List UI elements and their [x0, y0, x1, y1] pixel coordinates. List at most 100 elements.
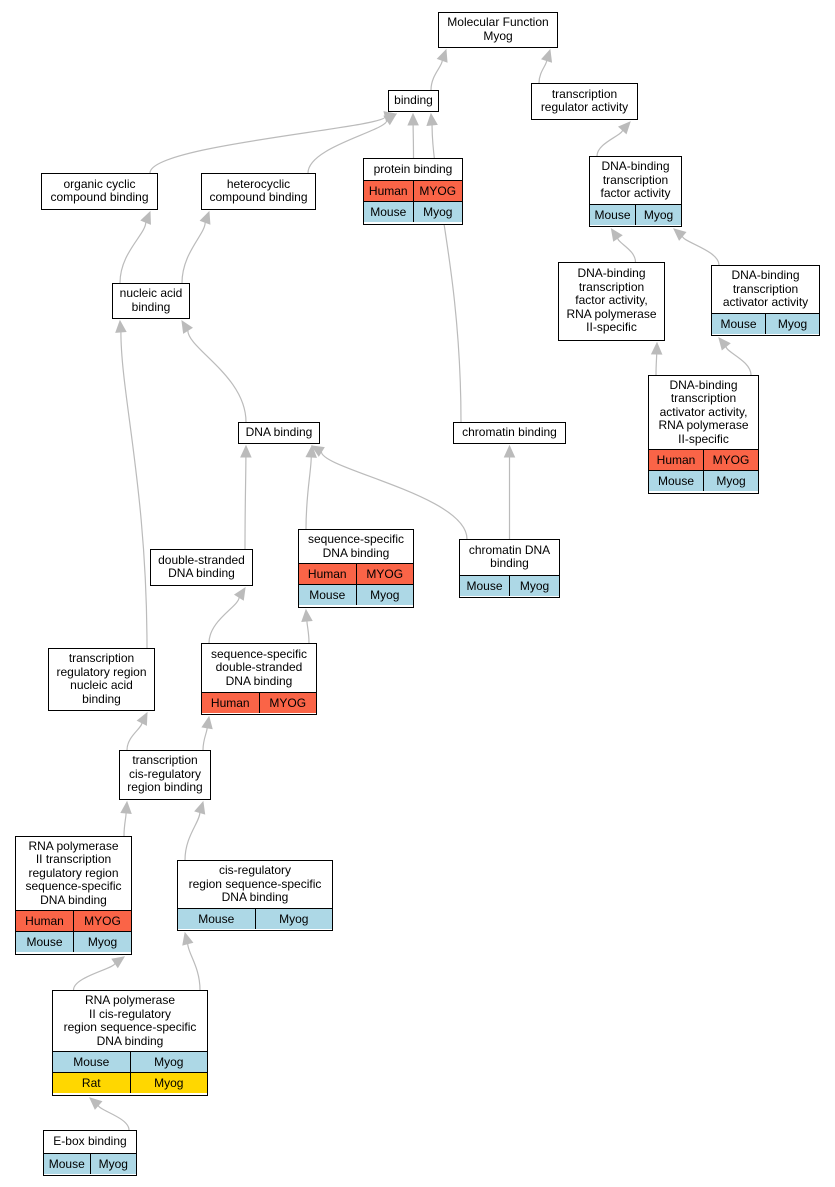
species-cell: Mouse [370, 205, 407, 220]
go-node-label-line: nucleic acid [119, 286, 183, 301]
go-node-label-line: transcription [132, 753, 198, 768]
go-node-label-line: II cis-regulatory [88, 1006, 172, 1021]
edge-crrss-to-tcrrb [184, 812, 201, 861]
go-node-label: E-box binding [44, 1131, 136, 1153]
go-node-label-line: nucleic acid [70, 678, 133, 693]
go-node-chromb[interactable]: chromatin binding [453, 422, 566, 444]
edge-dbtaapol-to-dbtaa [725, 346, 752, 376]
arrowhead-dnab-to-nab [181, 319, 193, 334]
go-node-label-line: DNA-binding [601, 159, 670, 174]
go-node-label-line: protein binding [373, 161, 453, 176]
gene-cell: MYOG [355, 564, 414, 585]
edge-dbtfapol-to-dbtfa [617, 237, 637, 263]
arrowhead-chromb-to-binding [426, 112, 438, 127]
go-node-label-line: regulatory region [28, 865, 119, 880]
edge-ocb-to-binding [149, 116, 386, 174]
gene-cell: MYOG [73, 911, 131, 932]
go-node-label: chromatin binding [454, 423, 565, 442]
go-node-label: protein binding [364, 159, 462, 180]
go-node-label-line: DNA-binding [669, 377, 738, 392]
go-node-label-line: activator activity [722, 295, 809, 310]
go-node-label-line: RNA polymerase [84, 993, 176, 1008]
go-node-label-line: chromatin DNA [468, 542, 551, 557]
edge-rnap2cis-to-rnap2trr [72, 962, 116, 991]
species-cell: Rat [81, 1076, 101, 1091]
go-node-label-line: compound binding [50, 190, 149, 205]
go-node-binding[interactable]: binding [388, 90, 439, 112]
arrowhead-tra-to-mf [541, 48, 553, 63]
go-node-label: binding [389, 91, 438, 110]
arrowhead-hcb-to-binding [383, 113, 397, 126]
edge-chromb-to-binding [431, 124, 462, 423]
go-node-label-line: Molecular Function [447, 15, 549, 30]
go-node-label-line: compound binding [209, 190, 308, 205]
species-cell: Mouse [26, 935, 63, 950]
arrowhead-chromdna-to-dnab [310, 445, 325, 457]
go-node-label-line: activator activity, [659, 404, 748, 419]
edge-dbtaa-to-dbtfa [681, 235, 720, 266]
species-cell: Mouse [309, 588, 346, 603]
arrowhead-dsdna-to-dnab [240, 444, 252, 458]
go-node-label-line: II-specific [586, 320, 637, 335]
go-node-label-line: RNA polymerase [658, 418, 749, 433]
go-node-label-line: binding [490, 556, 529, 571]
gene-cell: Myog [254, 908, 333, 929]
gene-cell: Myog [129, 1052, 208, 1073]
edge-nab-to-hcb [181, 222, 206, 284]
arrowhead-dbtaa-to-dbtfa [673, 228, 687, 241]
arrowhead-trrnab-to-nab [115, 319, 127, 333]
arrowhead-ebox-to-rnap2cis [89, 1097, 103, 1110]
go-node-label-line: heterocyclic [226, 176, 291, 191]
gene-cell: Myog [412, 202, 463, 223]
arrowhead-nab-to-ocb [140, 210, 151, 225]
go-node-dnab[interactable]: DNA binding [238, 422, 320, 444]
species-cell: Mouse [73, 1055, 110, 1070]
gene-cell: Myog [635, 204, 681, 225]
gene-cell: Myog [129, 1073, 208, 1094]
gene-cell: MYOG [412, 181, 463, 202]
go-node-label-line: sequence-specific [210, 646, 308, 661]
go-node-label-line: DNA binding [168, 566, 235, 581]
edge-nab-to-ocb [119, 222, 147, 284]
go-node-label-line: DNA binding [221, 890, 289, 905]
go-node-label-line: transcription [670, 391, 737, 406]
arrowhead-rnap2cis-to-crrss [182, 931, 194, 946]
